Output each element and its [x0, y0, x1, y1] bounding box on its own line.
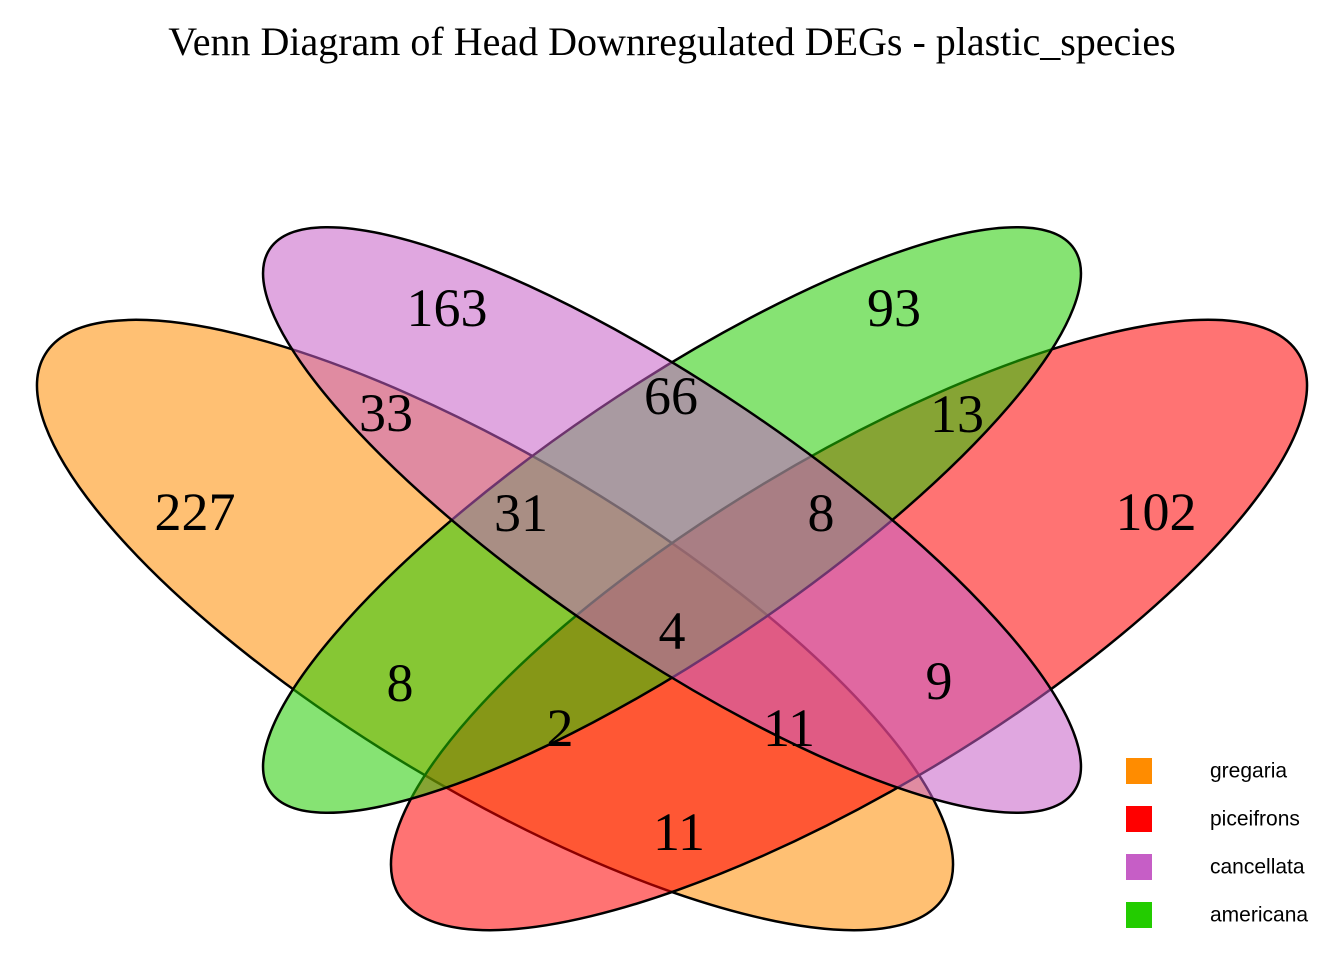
region-count-cancellata-piceifrons: 9 — [926, 651, 953, 711]
legend-swatch-gregaria — [1126, 758, 1152, 784]
legend-label-americana: americana — [1210, 904, 1308, 927]
region-count-americana: 93 — [867, 278, 921, 338]
legend-label-cancellata: cancellata — [1210, 856, 1305, 879]
region-count-gregaria-piceifrons: 11 — [653, 802, 705, 862]
region-count-gregaria-americana-piceifrons: 2 — [547, 698, 574, 758]
legend-label-gregaria: gregaria — [1210, 760, 1287, 783]
region-count-gregaria-cancellata-americana-piceifrons: 4 — [659, 601, 686, 661]
venn-ellipses-group — [35, 225, 1309, 932]
region-count-americana-piceifrons: 13 — [930, 384, 984, 444]
region-count-gregaria-cancellata-piceifrons: 11 — [763, 698, 815, 758]
legend-swatch-piceifrons — [1126, 806, 1152, 832]
region-count-gregaria-cancellata-americana: 31 — [494, 483, 548, 543]
chart-title: Venn Diagram of Head Downregulated DEGs … — [168, 19, 1176, 64]
legend-swatch-americana — [1126, 902, 1152, 928]
venn-region-labels-group: 227 163 93 102 33 66 13 8 9 11 31 8 2 11 4 — [155, 278, 1197, 862]
region-count-cancellata-americana-piceifrons: 8 — [808, 483, 835, 543]
region-count-cancellata-americana: 66 — [644, 366, 698, 426]
legend-swatch-cancellata — [1126, 854, 1152, 880]
region-count-cancellata: 163 — [407, 278, 488, 338]
region-count-piceifrons: 102 — [1116, 482, 1197, 542]
region-count-gregaria-americana: 8 — [387, 653, 414, 713]
region-count-gregaria: 227 — [155, 482, 236, 542]
ellipse-cancellata — [261, 225, 1083, 815]
region-count-gregaria-cancellata: 33 — [359, 383, 413, 443]
legend-label-piceifrons: piceifrons — [1210, 808, 1300, 831]
legend: gregaria piceifrons cancellata americana — [1126, 758, 1308, 928]
